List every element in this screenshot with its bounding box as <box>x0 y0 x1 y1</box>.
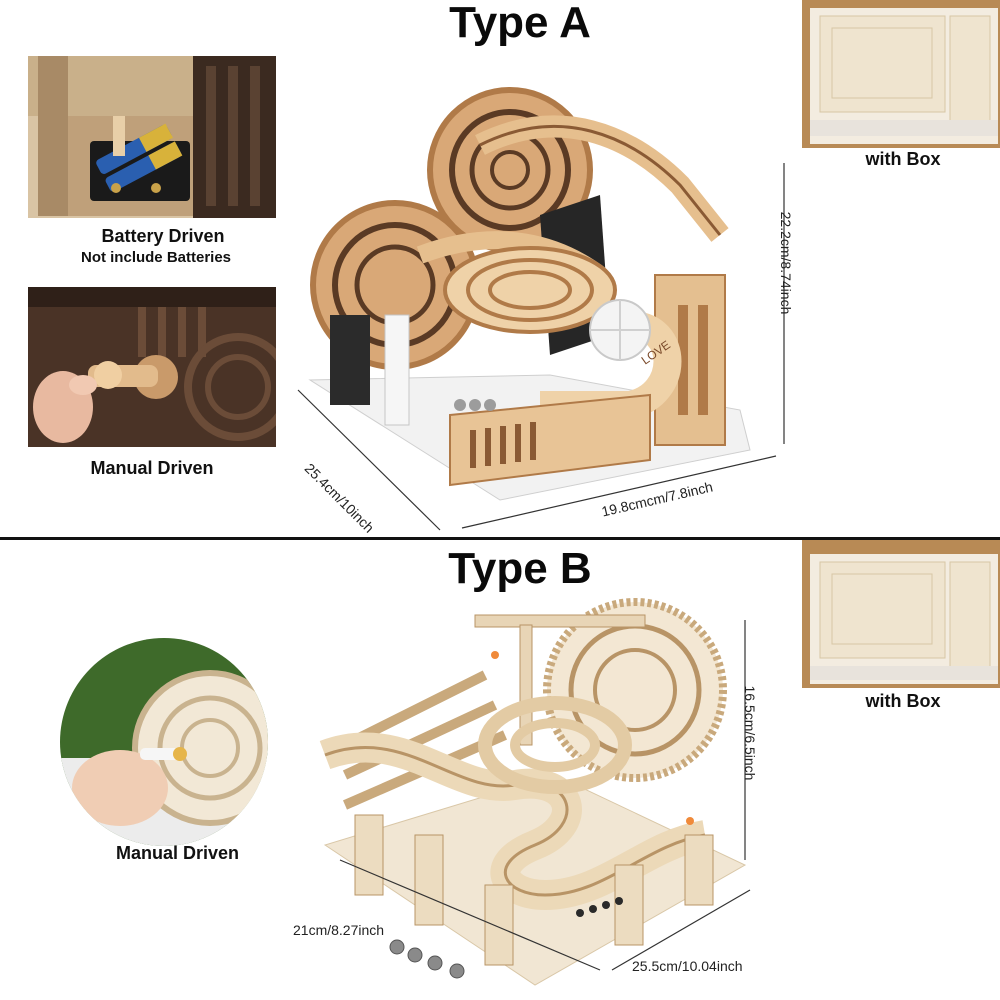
manual-driven-label-a: Manual Driven <box>90 458 214 478</box>
type-b-title: Type B <box>448 544 592 593</box>
battery-note-label: Not include Batteries <box>80 249 232 266</box>
type-b-marble-run-model <box>285 595 755 995</box>
type-a-box-photo <box>802 0 1000 148</box>
type-b-depth-dimension: 21cm/8.27inch <box>293 922 385 938</box>
type-a-marble-run-model: LOVE <box>300 75 760 530</box>
type-a-dimension-lines <box>297 163 785 531</box>
type-b-dimension-lines <box>0 540 1000 1000</box>
type-b-box-photo <box>802 540 1000 688</box>
section-divider <box>0 537 1000 540</box>
type-b-height-dimension: 16.5cm/6.5inch <box>742 685 758 781</box>
manual-crank-photo-a <box>28 287 276 447</box>
type-b-width-dimension: 25.5cm/10.04inch <box>632 958 743 974</box>
battery-compartment-photo <box>28 56 276 218</box>
battery-driven-label: Battery Driven <box>101 226 225 246</box>
type-b-box-label: with Box <box>865 691 941 711</box>
manual-driven-label-b: Manual Driven <box>115 843 240 863</box>
manual-crank-photo-b <box>60 638 268 846</box>
type-a-title: Type A <box>449 0 591 47</box>
type-a-box-label: with Box <box>865 149 941 169</box>
type-a-height-dimension: 22.2cm/8.74inch <box>778 211 794 315</box>
